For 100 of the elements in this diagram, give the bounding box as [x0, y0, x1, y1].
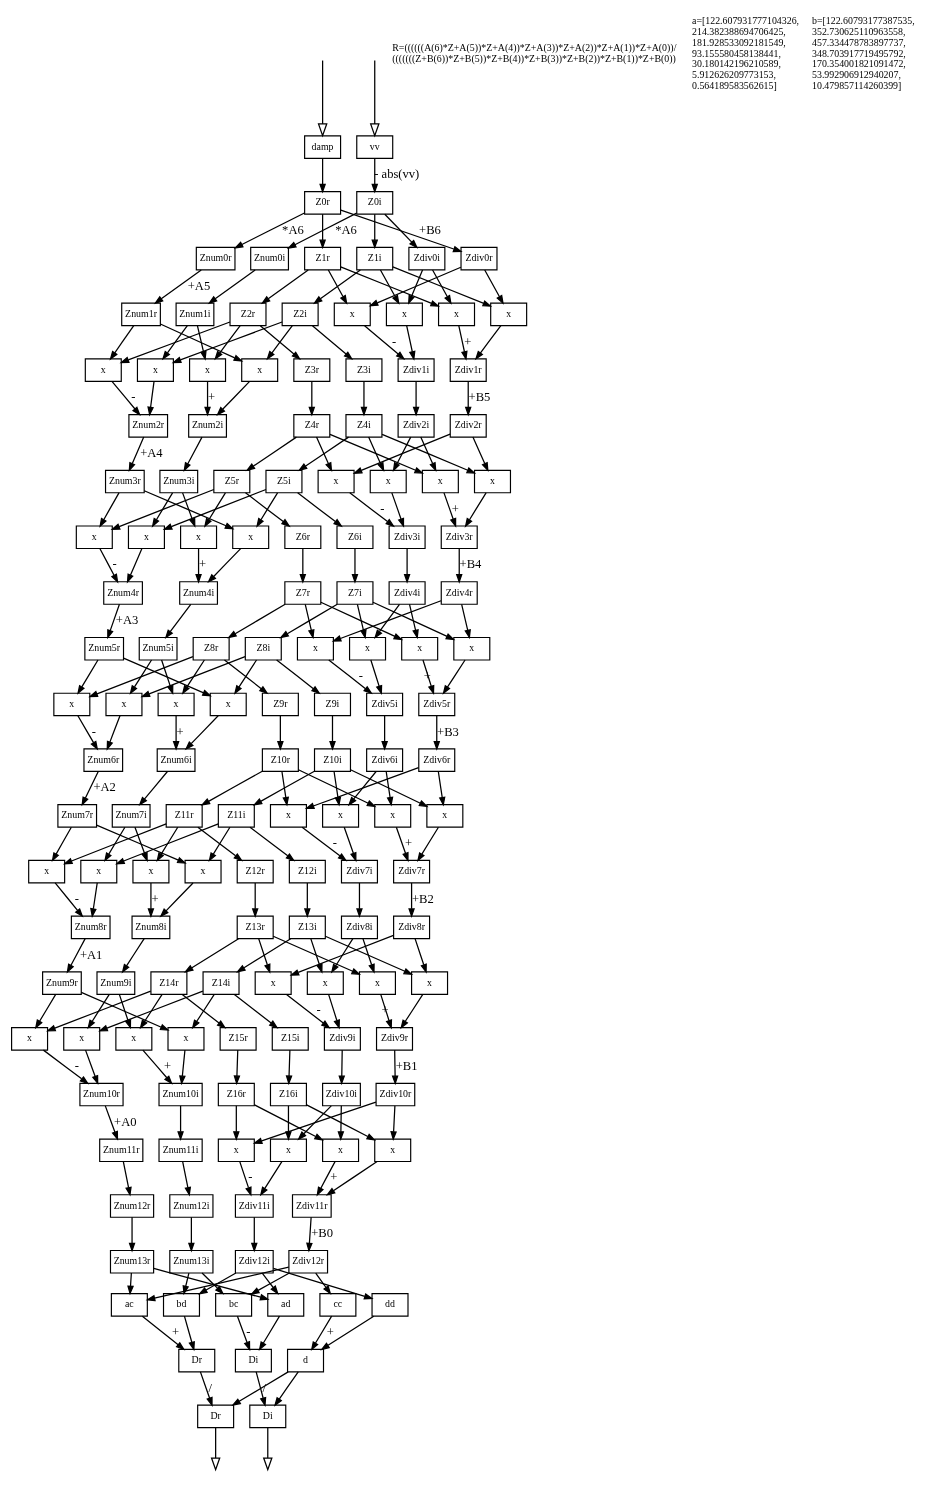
arrow — [368, 266, 462, 307]
node-box: Z3i — [345, 358, 383, 382]
node-box: x — [105, 692, 143, 717]
arrow — [362, 938, 375, 974]
edge-label: +B4 — [459, 557, 482, 572]
arrow — [199, 1371, 213, 1407]
arrow — [214, 325, 241, 361]
arrow — [227, 603, 286, 639]
arrow — [327, 993, 340, 1030]
arrow — [126, 547, 143, 584]
edge-label: + — [451, 501, 459, 516]
arrow — [330, 938, 354, 974]
node-box: Znum5i — [138, 636, 178, 661]
arrow — [414, 938, 427, 974]
node-box: Z10i — [313, 748, 352, 772]
arrow — [34, 993, 57, 1030]
node-box: Z2r — [229, 302, 267, 327]
edge-label: +A2 — [93, 780, 116, 795]
node-box: Znum8i — [131, 915, 171, 940]
arrow — [408, 603, 419, 640]
node-box: Z3r — [293, 358, 331, 382]
edge-label: - — [131, 390, 136, 405]
arrow — [151, 492, 174, 528]
arrow — [145, 1266, 290, 1302]
arrow — [239, 1160, 252, 1197]
arrow — [42, 1049, 90, 1085]
node-box: Zdiv0r — [460, 246, 498, 271]
arrow — [464, 380, 472, 417]
edge-label: - — [74, 1059, 79, 1074]
node-box: x — [374, 1138, 412, 1163]
arrow — [233, 993, 279, 1029]
arrow — [258, 1315, 281, 1351]
node-box: cc — [319, 1293, 357, 1317]
arrow — [99, 547, 119, 584]
node-box: Znum11r — [99, 1138, 144, 1163]
node-box: x — [180, 525, 218, 550]
node-box: Zdiv12r — [288, 1249, 329, 1274]
node-box: Z11i — [217, 804, 255, 828]
node-box: Znum11i — [158, 1138, 203, 1163]
node-box: Z16i — [269, 1082, 307, 1107]
arrow — [285, 1049, 293, 1086]
node-box: Z12r — [236, 859, 274, 884]
arrow — [320, 601, 404, 641]
node-box: Znum10r — [79, 1082, 124, 1107]
arrow — [319, 213, 326, 250]
edge-label: - abs(vv) — [374, 167, 420, 182]
node-box: x — [63, 1027, 101, 1051]
node-box: Zdiv8r — [393, 915, 431, 940]
arrow — [331, 600, 442, 642]
node-box: x — [306, 971, 344, 995]
arrow — [177, 1105, 184, 1141]
node-box: x — [11, 1027, 49, 1051]
node-box: x — [269, 1138, 307, 1163]
arrow — [46, 990, 152, 1032]
edge-label: *A6 — [282, 223, 304, 238]
arrow — [134, 826, 148, 863]
node-box: Znum1i — [175, 302, 215, 327]
arrow — [236, 938, 292, 973]
arrow — [437, 770, 446, 807]
arrow — [297, 769, 377, 808]
arrow — [161, 325, 188, 361]
arrow — [51, 826, 72, 863]
arrow — [128, 436, 145, 473]
node-box: x — [333, 302, 371, 327]
node-box: Z8r — [192, 636, 230, 661]
arrow — [183, 1315, 195, 1352]
arrow — [81, 770, 99, 807]
node-box: x — [385, 302, 423, 327]
arrow — [233, 659, 258, 695]
arrow — [273, 1371, 299, 1407]
node-box: Znum3i — [159, 469, 199, 494]
node-box: Z14i — [202, 971, 240, 995]
node-box: Z9r — [261, 692, 299, 717]
edge-label: - — [248, 1170, 253, 1185]
arrow — [369, 59, 380, 138]
arrow — [256, 492, 279, 528]
edge-label: + — [176, 724, 184, 739]
arrow — [340, 266, 441, 307]
arrow — [324, 935, 414, 975]
node-box: Z14r — [150, 971, 188, 995]
edge-label: - — [112, 557, 117, 572]
node-box: Znum0r — [195, 246, 236, 271]
arrow — [303, 882, 311, 918]
node-box: Znum4r — [103, 581, 143, 605]
node-box: Z1r — [304, 246, 342, 271]
arrow — [216, 380, 251, 416]
node-box: bc — [215, 1293, 253, 1317]
arrow — [119, 321, 231, 364]
arrow — [381, 715, 389, 751]
arrow — [285, 993, 331, 1029]
arrow — [458, 325, 468, 361]
arrow — [164, 603, 192, 639]
arrow — [352, 433, 451, 474]
arrow — [384, 213, 419, 249]
node-box: Z15r — [219, 1027, 257, 1051]
arrow — [153, 1267, 270, 1301]
arrow — [109, 325, 135, 361]
node-box: Z4i — [345, 414, 383, 438]
arrow — [315, 1272, 332, 1295]
node-box: Z6r — [284, 525, 322, 550]
